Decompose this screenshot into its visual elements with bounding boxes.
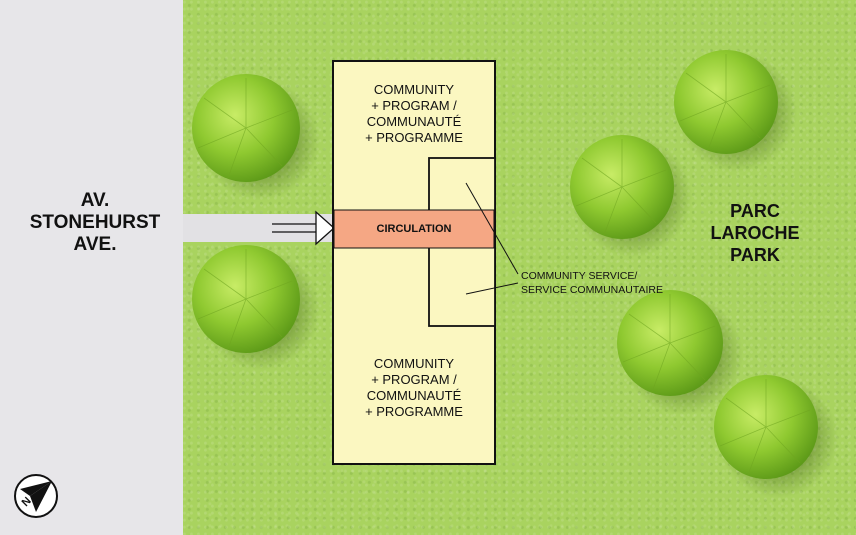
service-label-line: COMMUNITY SERVICE/	[521, 270, 638, 282]
lower-program-label: COMMUNITY + PROGRAM / COMMUNAUTÉ + PROGR…	[336, 356, 492, 420]
park-label-line: PARC	[730, 201, 780, 221]
entry-walkway	[183, 214, 333, 242]
program-label-line: COMMUNAUTÉ	[366, 114, 462, 129]
service-label: COMMUNITY SERVICE/ SERVICE COMMUNAUTAIRE	[521, 269, 663, 297]
program-label-line: COMMUNITY	[373, 356, 455, 371]
service-leader-lines	[465, 182, 519, 295]
tree	[617, 290, 723, 396]
north-arrow-icon: N	[14, 474, 58, 518]
program-label-line: COMMUNITY	[373, 82, 455, 97]
street-label-line: AV.	[80, 190, 110, 211]
tree	[674, 50, 778, 154]
park-label-line: PARK	[730, 245, 780, 265]
park-label: PARC LAROCHE PARK	[700, 200, 810, 266]
program-label-line: + PROGRAMME	[365, 404, 463, 419]
street-label-line: STONEHURST	[29, 212, 161, 233]
tree	[714, 375, 818, 479]
circulation-label: CIRCULATION	[376, 223, 452, 235]
program-label-line: + PROGRAMME	[365, 130, 463, 145]
park-label-line: LAROCHE	[710, 223, 800, 243]
circulation-band	[333, 209, 495, 249]
program-label-line: + PROGRAM /	[371, 98, 457, 113]
program-label-line: + PROGRAM /	[371, 372, 457, 387]
program-label-line: COMMUNAUTÉ	[366, 388, 462, 403]
service-label-line: SERVICE COMMUNAUTAIRE	[521, 284, 663, 296]
tree	[192, 245, 300, 353]
tree	[192, 74, 300, 182]
street-label: AV. STONEHURST AVE.	[20, 190, 170, 256]
upper-program-label: COMMUNITY + PROGRAM / COMMUNAUTÉ + PROGR…	[336, 82, 492, 146]
entry-arrow	[272, 210, 335, 246]
tree	[570, 135, 674, 239]
street	[0, 0, 183, 535]
street-label-line: AVE.	[73, 234, 117, 255]
